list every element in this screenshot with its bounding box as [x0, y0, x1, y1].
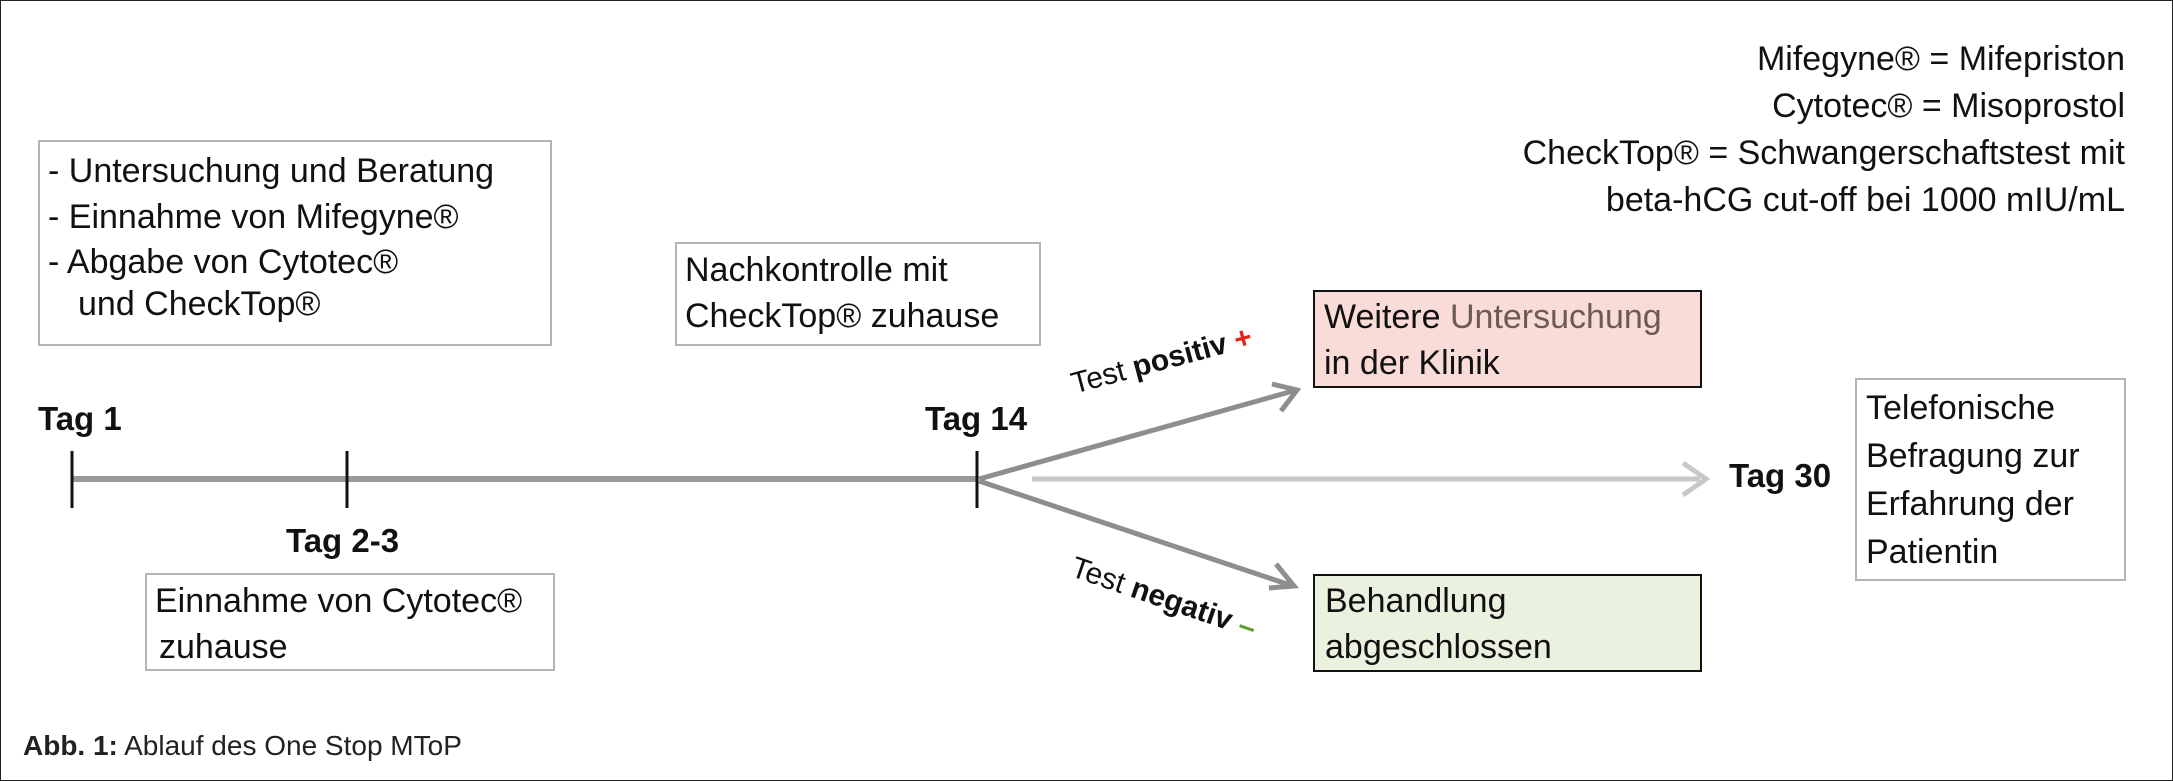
label-tag23: Tag 2-3	[286, 522, 400, 559]
arrowhead-positive	[1271, 381, 1302, 413]
survey-line-3: Erfahrung der	[1866, 485, 2074, 523]
box-survey: Telefonische Befragung zur Erfahrung der…	[1855, 378, 2126, 581]
survey-line-4: Patientin	[1866, 533, 1999, 571]
box-day1-tasks: - Untersuchung und Beratung - Einnahme v…	[38, 140, 552, 346]
caption-label: Abb. 1:	[23, 730, 118, 761]
label-tag14: Tag 14	[925, 400, 1028, 437]
box-day23: Einnahme von Cytotec® zuhause	[145, 573, 555, 671]
label-tag30: Tag 30	[1729, 457, 1832, 494]
day1-task-2: - Einnahme von Mifegyne®	[48, 198, 459, 236]
negative-line-1: Behandlung	[1325, 582, 1507, 620]
positive-line-2: in der Klinik	[1324, 344, 1500, 382]
followup-line-2: CheckTop® zuhause	[685, 297, 1000, 335]
positive-word-2: Untersuchung	[1449, 298, 1662, 336]
arrowhead-negative	[1268, 562, 1299, 591]
box-positive-result: Weitere Untersuchung in der Klinik	[1313, 290, 1702, 388]
positive-word-1: Weitere	[1324, 298, 1441, 336]
legend-line-4: beta-hCG cut-off bei 1000 mIU/mL	[1605, 181, 2125, 219]
arrow-positive	[978, 388, 1294, 482]
box-negative-result: Behandlung abgeschlossen	[1313, 574, 1702, 672]
followup-line-1: Nachkontrolle mit	[685, 251, 948, 289]
positive-line-1: Weitere Untersuchung	[1324, 294, 1700, 340]
day23-line-1: Einnahme von Cytotec®	[155, 582, 523, 620]
day1-task-3: - Abgabe von Cytotec®	[48, 243, 399, 281]
day1-task-3-cont: und CheckTop®	[78, 285, 321, 323]
negative-line-2: abgeschlossen	[1325, 628, 1552, 666]
legend-line-3: CheckTop® = Schwangerschaftstest mit	[1522, 134, 2125, 172]
label-tag1: Tag 1	[38, 400, 122, 437]
survey-line-1: Telefonische	[1866, 389, 2056, 427]
survey-line-2: Befragung zur	[1866, 437, 2080, 475]
day1-task-1: - Untersuchung und Beratung	[48, 152, 495, 190]
arrowhead-tag30	[1681, 460, 1711, 498]
legend-line-2: Cytotec® = Misoprostol	[1772, 87, 2125, 125]
day23-line-2: zuhause	[159, 628, 288, 666]
caption-text: Ablauf des One Stop MToP	[117, 730, 462, 761]
box-followup: Nachkontrolle mit CheckTop® zuhause	[675, 242, 1041, 346]
legend-line-1: Mifegyne® = Mifepriston	[1756, 40, 2125, 78]
figure-caption: Abb. 1: Ablauf des One Stop MToP	[23, 730, 462, 762]
arrow-negative	[978, 478, 1291, 588]
